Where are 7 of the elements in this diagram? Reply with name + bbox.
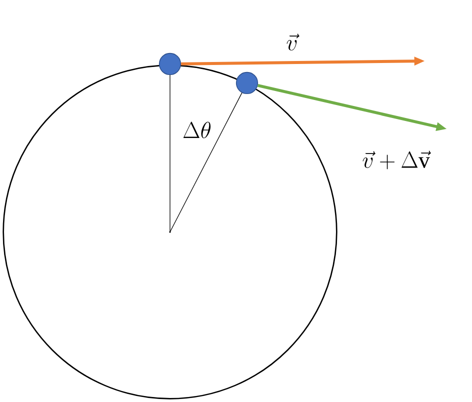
ball [236,72,258,94]
circle [2,64,338,400]
radius-line [170,92,242,232]
edge-label: $\vec{v}+\Delta\vec{\mathrm{v}}$ [362,150,431,170]
edge-label: $\vec{v}$ [286,34,300,50]
ball [158,52,182,76]
angle-label: $\Delta\theta$ [181,120,213,140]
